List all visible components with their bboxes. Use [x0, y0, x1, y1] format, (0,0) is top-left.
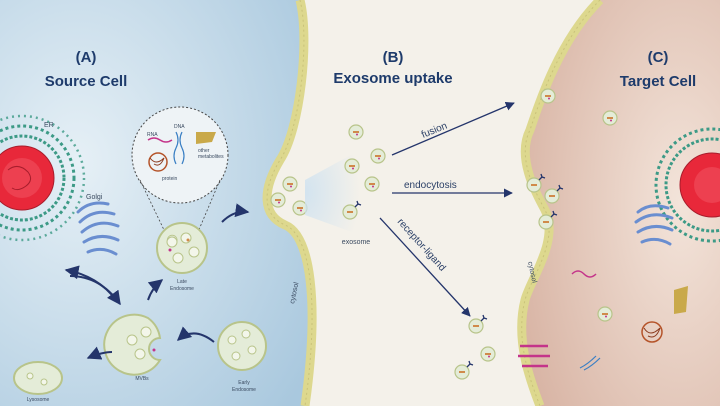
lysosome: [13, 361, 63, 395]
fusion-label: fusion: [420, 121, 449, 141]
cytosol-right-label: cytosol: [526, 261, 537, 284]
endocytosis-label: endocytosis: [404, 180, 457, 191]
transit-exosomes: [342, 124, 386, 220]
receptor-ligand-label: receptor-ligand: [395, 217, 448, 274]
inset-protein: protein: [162, 176, 178, 182]
inset-dna: DNA: [174, 124, 185, 130]
panel-c-letter: (C): [648, 49, 669, 66]
golgi-label: Golgi: [86, 194, 103, 201]
panel-a-letter: (A): [76, 49, 97, 66]
early-endosome-label-1: Early: [238, 380, 250, 386]
target-golgi: [634, 204, 674, 246]
panel-a-title: Source Cell: [45, 73, 128, 90]
early-endosome: [217, 321, 267, 371]
exosome-label: exosome: [342, 239, 371, 246]
cargo-inset: RNA DNA protein other metabolites: [131, 106, 229, 233]
early-endosome-label-2: Endosome: [232, 387, 256, 393]
receptors: [518, 344, 550, 368]
target-dna: [579, 355, 601, 371]
inset-other-2: metabolites: [198, 154, 224, 160]
late-endosome-label-2: Endosome: [170, 286, 194, 292]
mvb: [103, 313, 162, 376]
target-cell: [517, 0, 720, 406]
target-rna: [571, 270, 597, 278]
source-nucleus: [0, 114, 86, 242]
budding-exosomes: [270, 176, 308, 216]
panel-b-title: Exosome uptake: [333, 70, 452, 87]
uptake-arrows: [379, 102, 515, 317]
panel-c-title: Target Cell: [620, 73, 696, 90]
mvbs-label: MVBs: [135, 376, 149, 382]
cytosol-left-label: cytosol: [289, 281, 300, 304]
late-endosome-label-1: Late: [177, 279, 187, 285]
lysosome-label: Lysosome: [27, 397, 50, 403]
target-protein: [641, 321, 663, 343]
source-cell: [0, 0, 317, 406]
late-endosome: [156, 222, 208, 274]
inset-rna: RNA: [147, 132, 158, 138]
target-metabolite: [674, 286, 688, 314]
panel-b-letter: (B): [383, 49, 404, 66]
target-nucleus: [654, 127, 720, 243]
inset-other-1: other: [198, 148, 210, 154]
golgi-apparatus: [76, 201, 120, 256]
er-label: ER: [44, 122, 54, 129]
source-pathway-arrows: [64, 203, 250, 360]
